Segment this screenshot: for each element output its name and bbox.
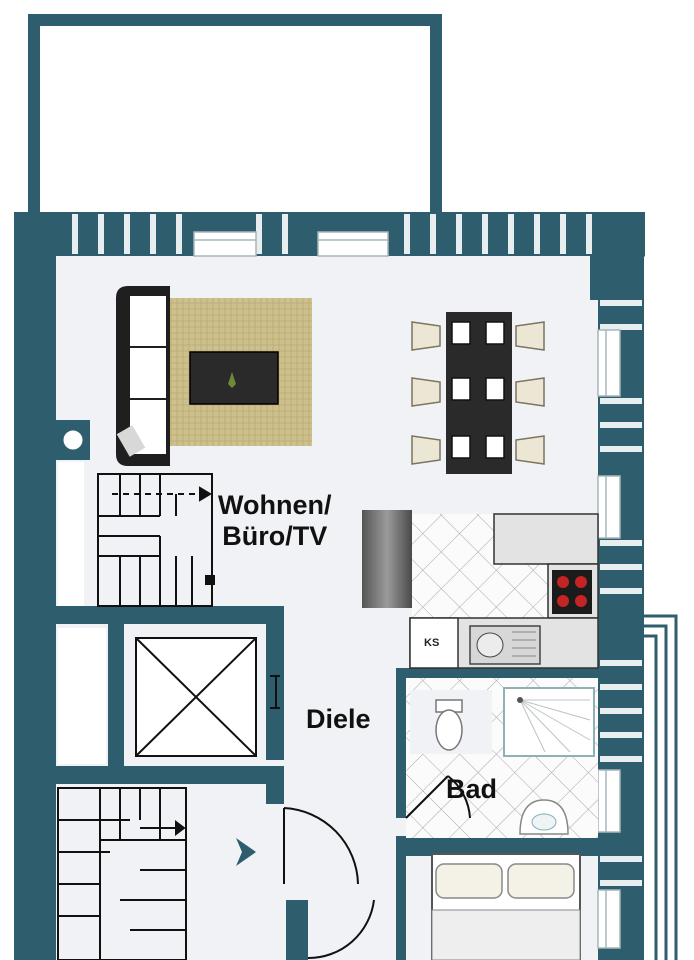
hob-icon — [552, 570, 592, 614]
room-label-wohnen: Wohnen/ Büro/TV — [218, 490, 331, 552]
room-label-bad: Bad — [446, 774, 498, 804]
toilet-icon — [435, 699, 463, 751]
sofa-icon — [116, 286, 170, 466]
doors — [283, 775, 471, 960]
wall-niches — [58, 462, 106, 764]
interior-walls — [40, 420, 598, 960]
room-label-diele: Diele — [306, 704, 371, 734]
bath-sink-icon — [519, 799, 569, 835]
pipe-icon — [60, 427, 86, 453]
facade-lines — [604, 614, 678, 960]
pillar-icon — [362, 510, 412, 608]
wall-beams-top — [72, 214, 592, 254]
stair-icon — [97, 473, 215, 607]
balcony — [28, 14, 442, 226]
stair-icon-lower — [57, 787, 187, 960]
dining-table-icon — [411, 312, 545, 474]
kitchen-floor — [412, 513, 599, 619]
fridge-label: KS — [424, 637, 440, 649]
shower-icon — [503, 687, 595, 757]
rug — [166, 298, 312, 446]
direction-arrow-icon — [236, 838, 256, 866]
windows — [193, 231, 621, 949]
elevator-icon — [124, 630, 280, 762]
chair-icon — [411, 321, 545, 465]
fridge-icon — [409, 617, 459, 669]
kitchen-counter — [409, 617, 599, 669]
room-label-wohnen-line1: Wohnen/ — [218, 490, 332, 520]
room-label-wohnen-line2: Büro/TV — [222, 521, 328, 552]
wall-beams-right — [600, 300, 642, 886]
bed-icon — [431, 853, 581, 960]
